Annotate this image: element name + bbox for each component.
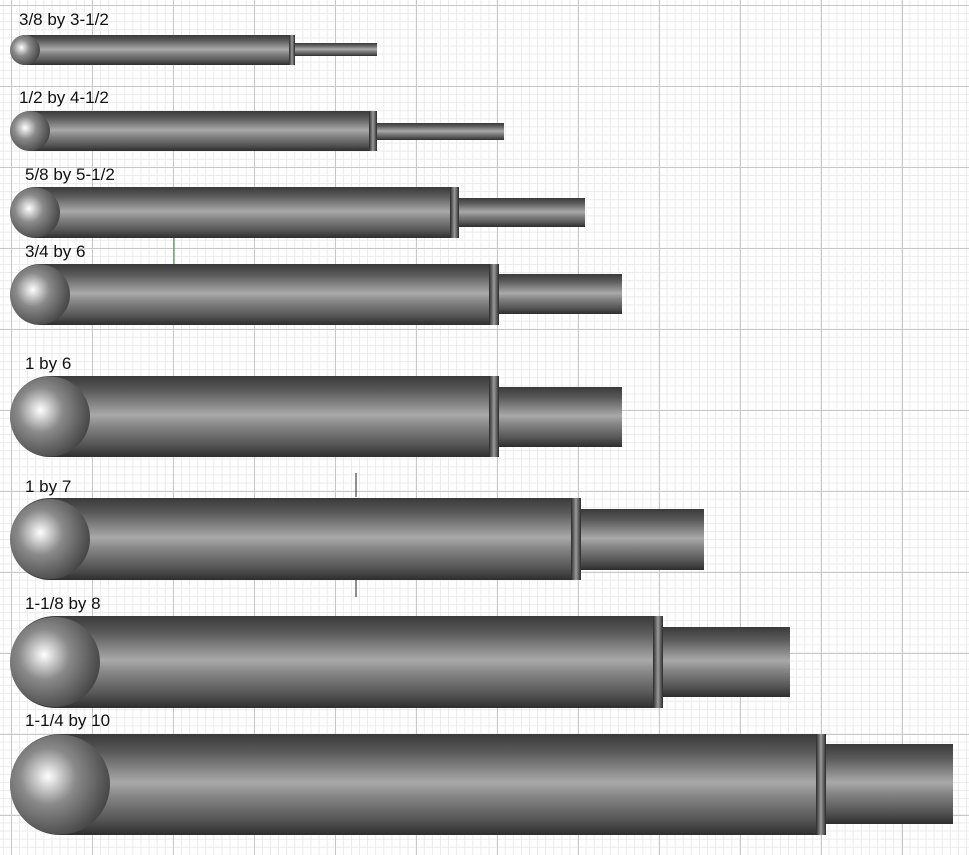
rod-label: 5/8 by 5-1/2 (25, 165, 115, 184)
rod-1-by-6[interactable]: 1 by 6 (10, 354, 622, 457)
rod-shoulder (289, 35, 295, 65)
rod-label: 1-1/4 by 10 (25, 711, 110, 730)
rod-dome-cap (10, 376, 90, 457)
rod-shoulder (571, 498, 581, 580)
rod-5-8-by-5-1-2[interactable]: 5/8 by 5-1/2 (9, 165, 585, 238)
rod-dome-cap (10, 734, 110, 835)
rod-label: 3/8 by 3-1/2 (19, 10, 109, 29)
rod-1-2-by-4-1-2[interactable]: 1/2 by 4-1/2 (10, 88, 504, 151)
rod-shoulder (369, 111, 377, 151)
rod-shank (580, 509, 704, 570)
rod-3-8-by-3-1-2[interactable]: 3/8 by 3-1/2 (10, 10, 377, 65)
rod-body (9, 187, 451, 238)
rod-shoulder (489, 376, 499, 457)
rod-shoulder (450, 187, 459, 238)
rod-shank (295, 43, 377, 56)
rod-label: 3/4 by 6 (25, 242, 86, 261)
rod-body (10, 111, 371, 151)
rod-1-1-8-by-8[interactable]: 1-1/8 by 8 (10, 594, 790, 708)
rod-shank (458, 198, 585, 227)
rod-label: 1 by 7 (25, 477, 71, 496)
rod-dome-cap (10, 187, 60, 238)
rod-1-1-4-by-10[interactable]: 1-1/4 by 10 (10, 711, 953, 835)
rod-dome-cap (10, 111, 50, 151)
rod-shank (498, 274, 622, 314)
rod-label: 1 by 6 (25, 354, 71, 373)
rod-body (10, 264, 492, 325)
rod-shoulder (489, 264, 499, 325)
rod-body (10, 376, 491, 457)
rod-body (10, 498, 572, 580)
rod-body (10, 734, 817, 835)
rod-dome-cap (10, 499, 90, 579)
rod-shoulder (816, 734, 826, 835)
rod-shoulder (653, 616, 663, 708)
rod-dome-cap (10, 35, 40, 65)
rod-shank (498, 387, 622, 447)
rod-label: 1/2 by 4-1/2 (19, 88, 109, 107)
rod-body (10, 616, 654, 708)
rod-shank (377, 123, 504, 140)
rod-1-by-7[interactable]: 1 by 7 (10, 477, 704, 580)
rod-body (10, 35, 291, 65)
rod-shank (825, 744, 953, 824)
rod-shank (662, 627, 790, 697)
rod-dome-cap (10, 617, 100, 707)
rod-3-4-by-6[interactable]: 3/4 by 6 (10, 242, 622, 325)
rod-label: 1-1/8 by 8 (25, 594, 101, 613)
rod-dome-cap (10, 264, 70, 325)
